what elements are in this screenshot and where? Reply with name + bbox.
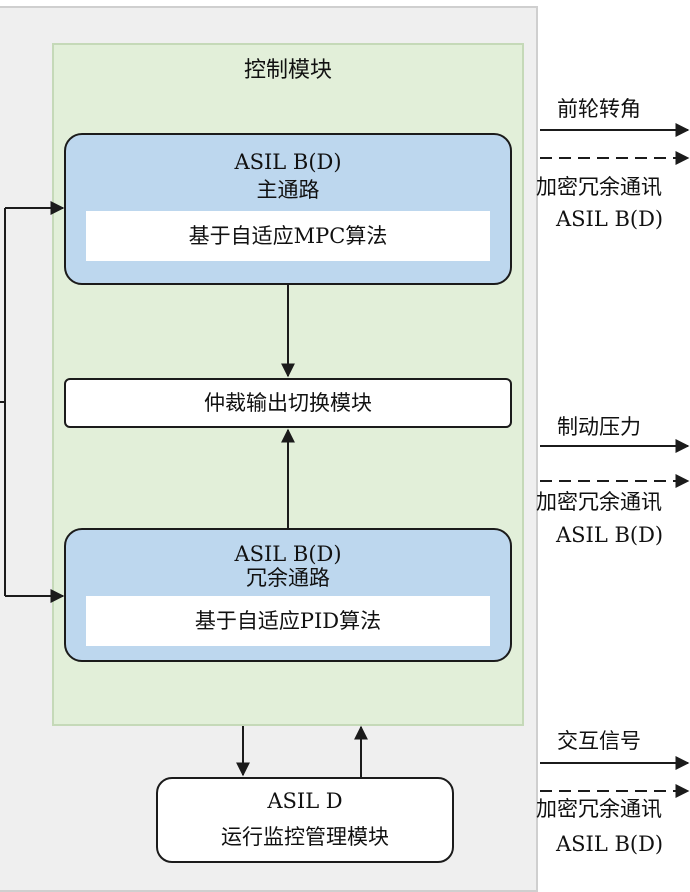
monitor-module-box: ASIL D 运行监控管理模块 bbox=[156, 777, 454, 863]
output-comm-interaction: 加密冗余通讯 bbox=[536, 797, 662, 821]
output-comm-steering: 加密冗余通讯 bbox=[536, 175, 662, 199]
redundant-channel-algorithm: 基于自适应PID算法 bbox=[86, 596, 490, 646]
control-module-title: 控制模块 bbox=[243, 58, 332, 83]
redundant-channel-box: ASIL B(D) 冗余通路 基于自适应PID算法 bbox=[64, 528, 512, 662]
arbiter-switch-module: 仲裁输出切换模块 bbox=[64, 378, 512, 428]
main-channel-algorithm: 基于自适应MPC算法 bbox=[86, 211, 490, 261]
main-channel-asil: ASIL B(D) bbox=[234, 150, 342, 174]
output-asil-brake: ASIL B(D) bbox=[556, 523, 664, 547]
output-asil-interaction: ASIL B(D) bbox=[556, 832, 664, 856]
main-channel-box: ASIL B(D) 主通路 基于自适应MPC算法 bbox=[64, 133, 512, 285]
output-signal-interaction: 交互信号 bbox=[557, 729, 641, 753]
output-comm-brake: 加密冗余通讯 bbox=[536, 490, 662, 514]
redundant-channel-asil: ASIL B(D) bbox=[234, 542, 342, 566]
monitor-asil: ASIL D bbox=[267, 789, 343, 813]
main-channel-name: 主通路 bbox=[256, 178, 320, 202]
output-signal-brake: 制动压力 bbox=[557, 415, 641, 439]
monitor-label: 运行监控管理模块 bbox=[221, 825, 389, 849]
output-signal-steering: 前轮转角 bbox=[557, 97, 641, 121]
output-asil-steering: ASIL B(D) bbox=[556, 207, 664, 231]
redundant-channel-name: 冗余通路 bbox=[246, 566, 330, 590]
